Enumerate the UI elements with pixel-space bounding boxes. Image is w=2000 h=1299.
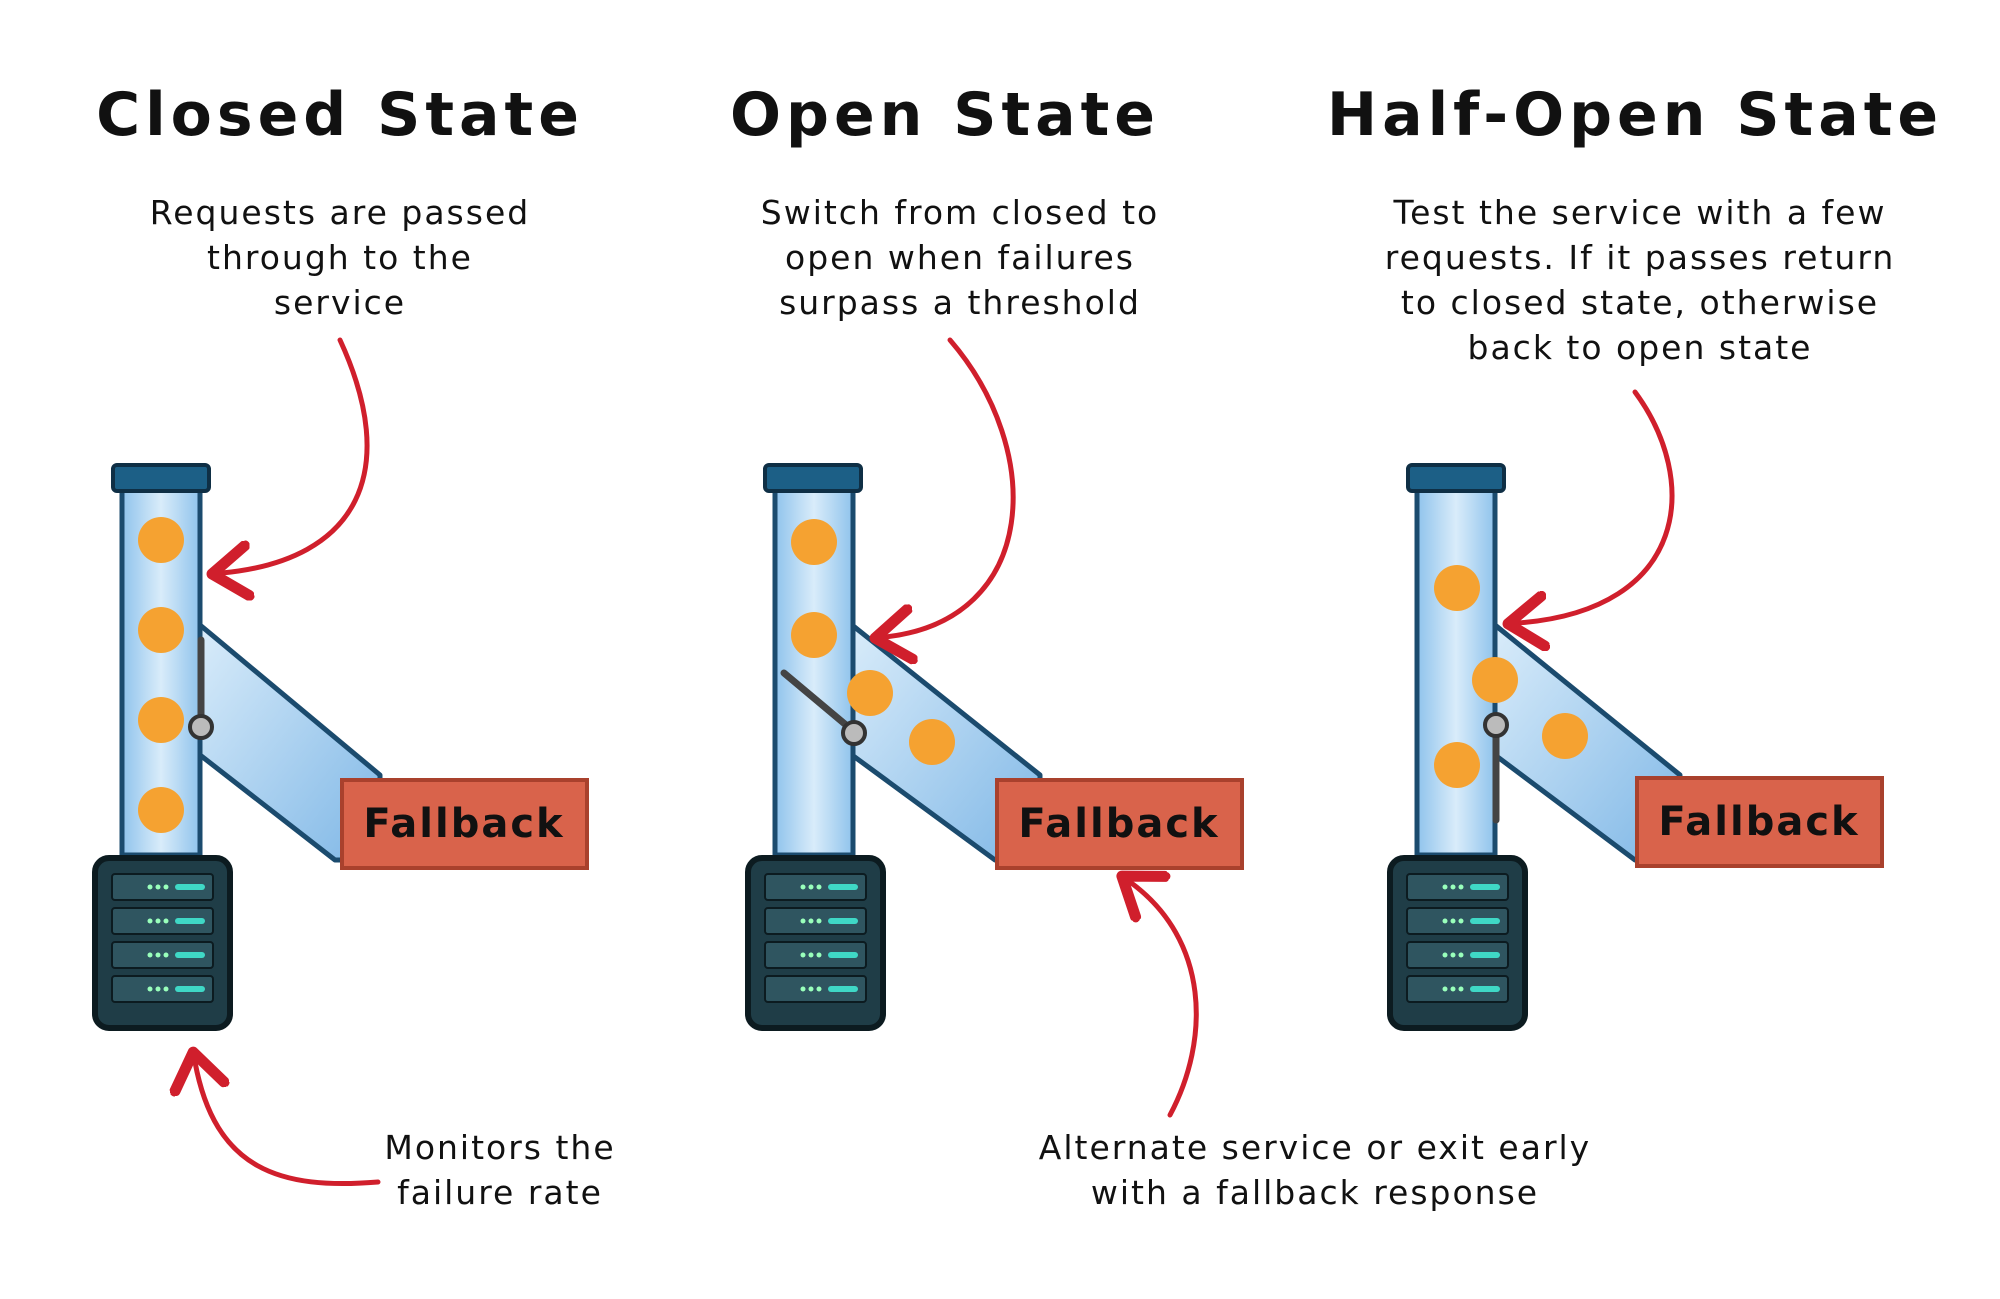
- request-dot-icon: [1472, 657, 1518, 703]
- curved-arrow-icon: [1518, 389, 1675, 623]
- lever-pivot: [841, 720, 867, 746]
- pipe-cap: [763, 463, 863, 493]
- request-dot-icon: [138, 607, 184, 653]
- half-open-state-panel: Fallback: [1387, 389, 1884, 1031]
- curved-arrow-icon: [1130, 882, 1199, 1118]
- closed-state-panel: Fallback: [92, 337, 589, 1187]
- open-state-panel: Fallback: [745, 337, 1244, 1118]
- request-dot-icon: [1434, 565, 1480, 611]
- fallback-box: [340, 778, 589, 870]
- curved-arrow-icon: [222, 337, 370, 573]
- request-dot-icon: [791, 612, 837, 658]
- closed-state-description: Requests are passed through to the servi…: [149, 193, 531, 322]
- half-open-state-title: Half-Open State: [1326, 80, 1944, 150]
- request-dot-icon: [1542, 713, 1588, 759]
- fallback-label: Fallback: [363, 801, 564, 847]
- fallback-label: Fallback: [1018, 801, 1219, 847]
- server-icon: [745, 855, 886, 1031]
- fallback-box: [1635, 776, 1884, 868]
- request-dot-icon: [791, 519, 837, 565]
- switch-lever-icon: [780, 669, 856, 734]
- curved-arrow-icon: [195, 1062, 381, 1187]
- closed-state-title: Closed State: [96, 80, 584, 150]
- monitor-note: Monitors the failure rate: [384, 1128, 616, 1212]
- open-state-title: Open State: [729, 80, 1160, 150]
- request-dot-icon: [909, 719, 955, 765]
- fallback-note: Alternate service or exit early with a f…: [1038, 1128, 1592, 1212]
- half-open-state-description: Test the service with a few requests. If…: [1384, 193, 1896, 367]
- curved-arrow-icon: [885, 337, 1016, 637]
- request-dot-icon: [138, 517, 184, 563]
- pipe-cap: [111, 463, 211, 493]
- fallback-label: Fallback: [1658, 799, 1859, 845]
- request-dot-icon: [138, 697, 184, 743]
- fallback-box: [995, 778, 1244, 870]
- request-dot-icon: [138, 787, 184, 833]
- request-dot-icon: [1434, 742, 1480, 788]
- request-dot-icon: [847, 670, 893, 716]
- server-icon: [1387, 855, 1528, 1031]
- server-icon: [92, 855, 233, 1031]
- pipe-cap: [1406, 463, 1506, 493]
- lever-pivot: [1483, 712, 1509, 738]
- open-state-description: Switch from closed to open when failures…: [760, 193, 1160, 322]
- lever-pivot: [188, 714, 214, 740]
